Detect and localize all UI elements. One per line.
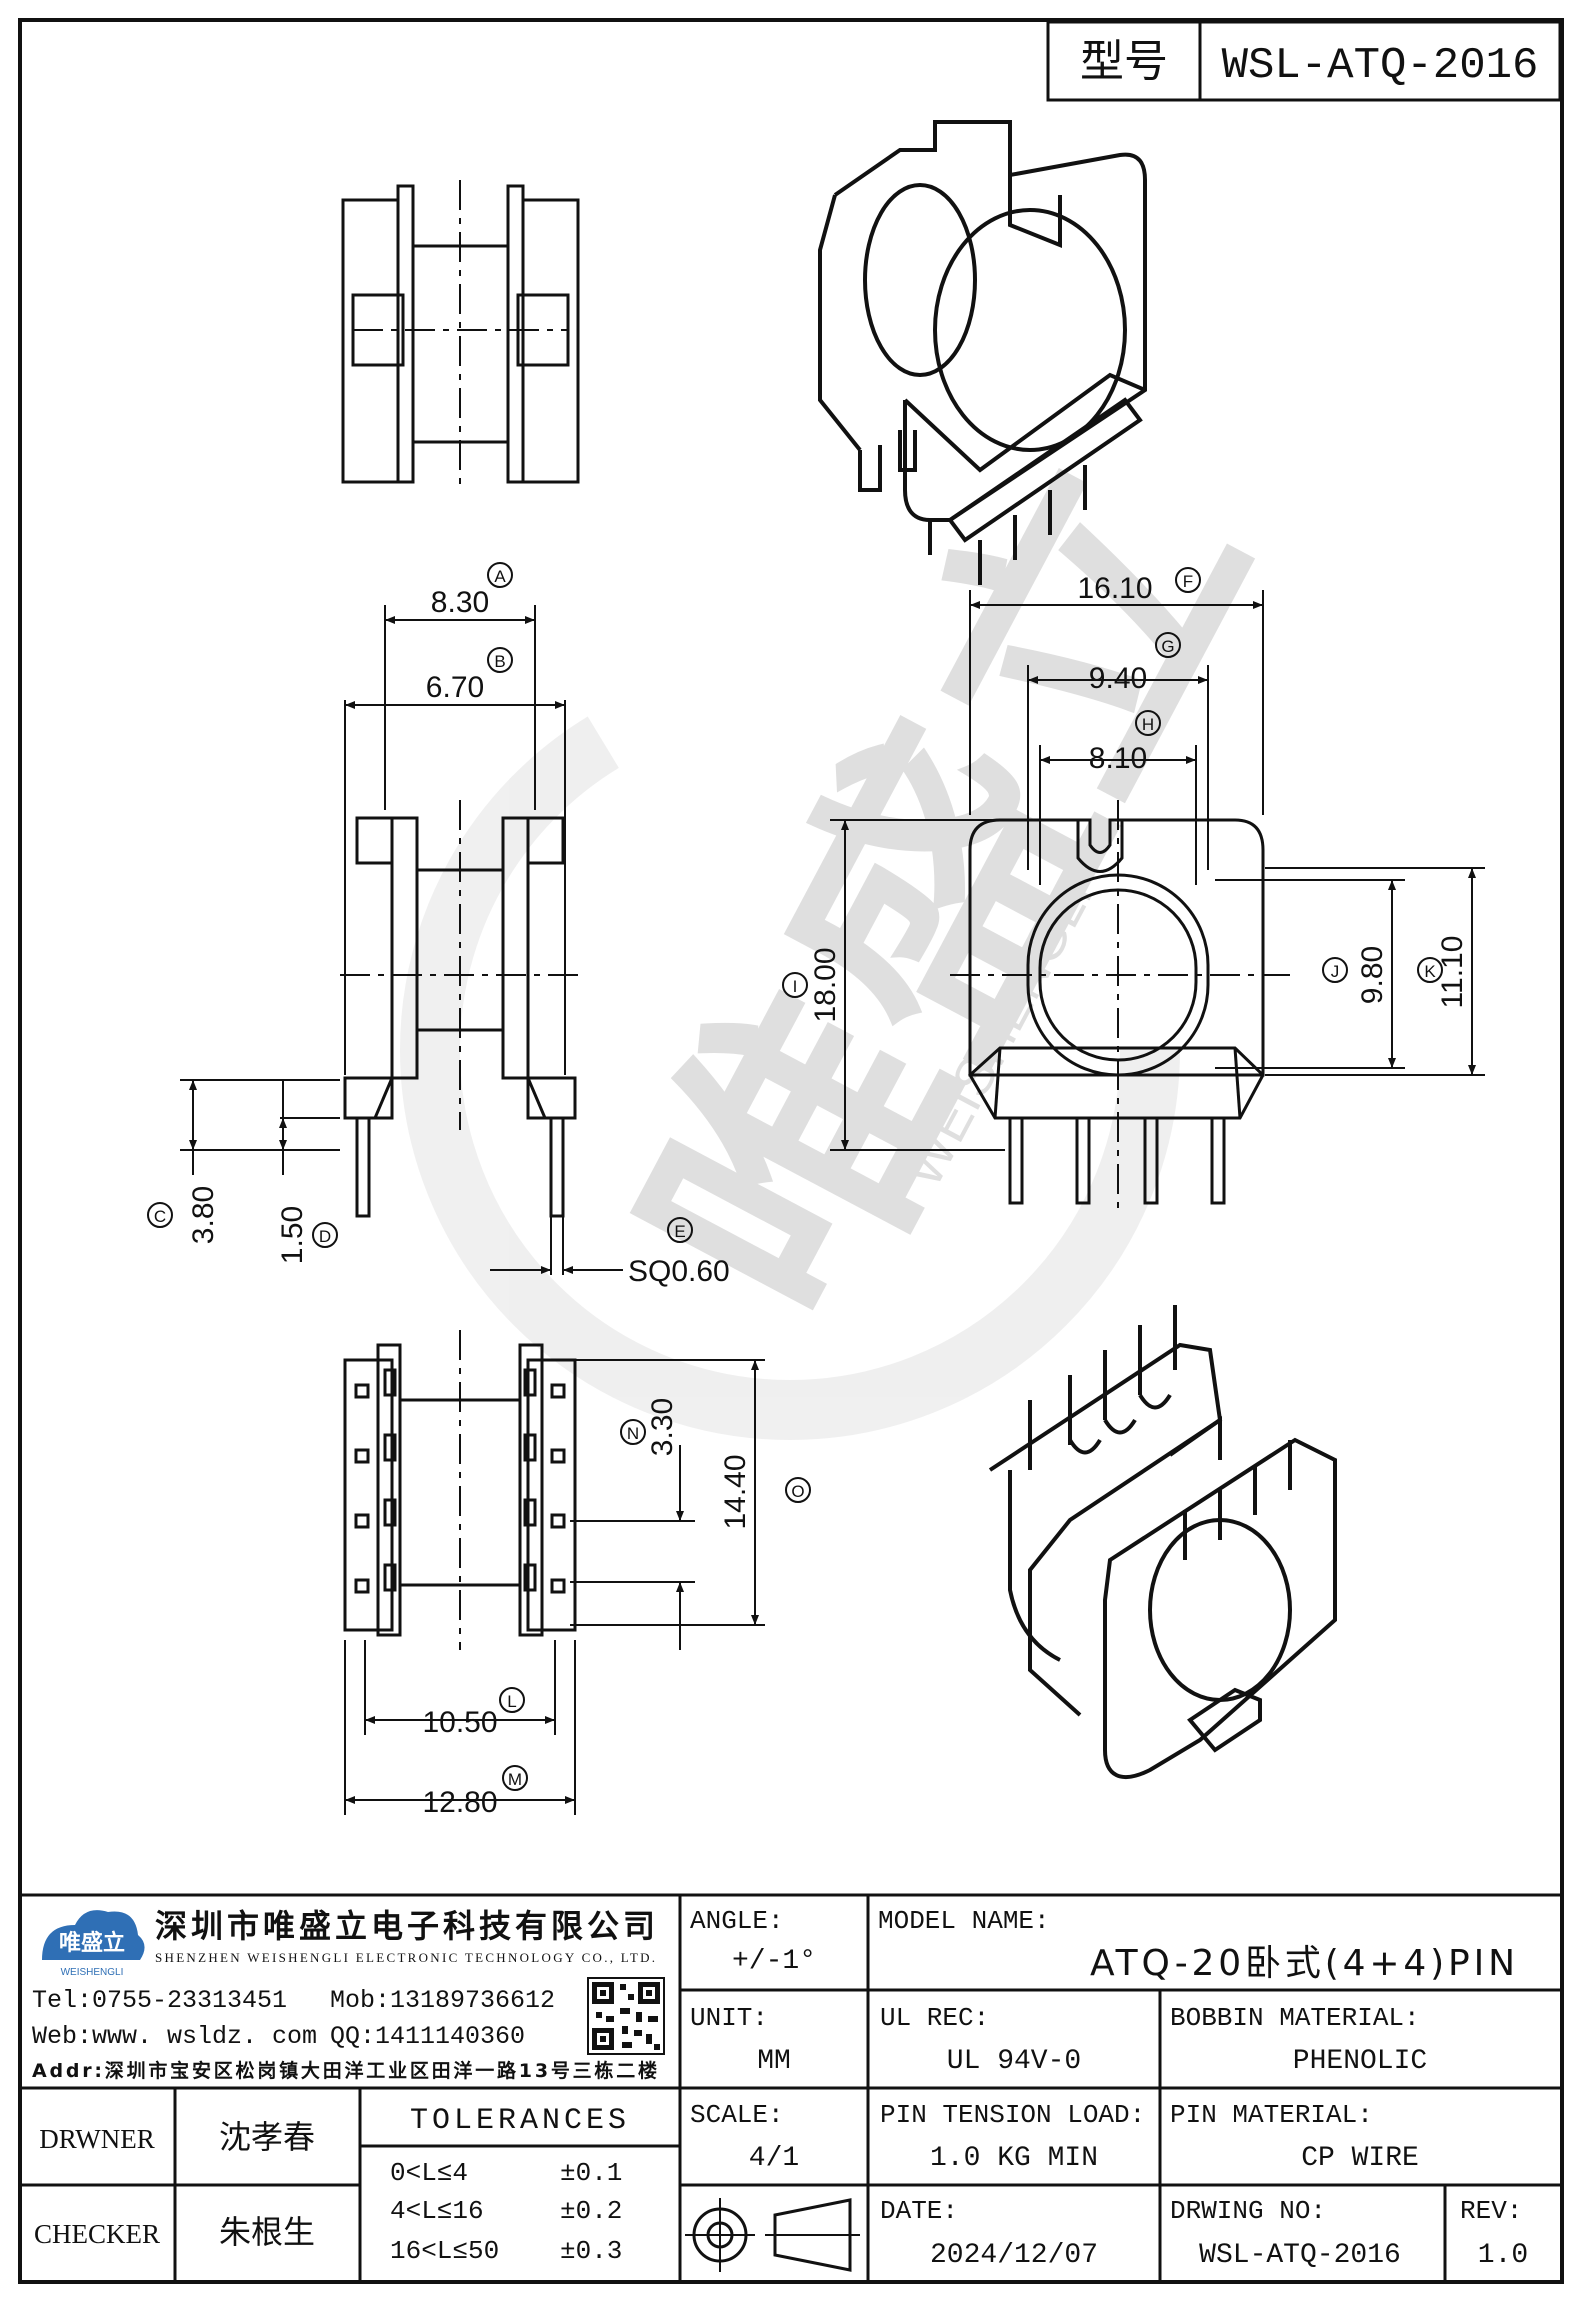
- dim-g-letter: G: [1161, 637, 1174, 656]
- scale-value: 4/1: [749, 2143, 799, 2174]
- iso-view-top: [818, 120, 1147, 585]
- logo-en: WEISHENGLI: [61, 1967, 124, 1978]
- pin-tension-value: 1.0 KG MIN: [930, 2143, 1098, 2174]
- dim-f-letter: F: [1183, 572, 1193, 591]
- company-name-en: SHENZHEN WEISHENGLI ELECTRONIC TECHNOLOG…: [155, 1950, 655, 1965]
- model-header: 型号 WSL-ATQ-2016: [1046, 20, 1562, 102]
- dim-a-letter: A: [494, 567, 506, 586]
- dim-o-value: 14.40: [719, 1454, 752, 1529]
- dim-i-value: 18.00: [809, 947, 842, 1022]
- dim-c-letter: C: [154, 1207, 166, 1226]
- qr-code: [587, 1977, 665, 2055]
- iso-view-bottom: [988, 1305, 1337, 1780]
- dim-a-value: 8.30: [431, 586, 489, 619]
- company-name-cn: 深圳市唯盛立电子科技有限公司: [155, 1907, 655, 1945]
- unit-value: MM: [757, 2046, 791, 2077]
- spec-cells: ANGLE: +/-1° MODEL NAME: ATQ-20卧式(4+4)PI…: [690, 1906, 1528, 2271]
- drawing-no-value: WSL-ATQ-2016: [1199, 2240, 1401, 2271]
- top-view: [341, 180, 580, 490]
- front-view-dimensions: [180, 605, 623, 1275]
- date-value: 2024/12/07: [930, 2240, 1098, 2271]
- rev-value: 1.0: [1478, 2240, 1528, 2271]
- dim-b-letter: B: [494, 652, 505, 671]
- angle-value: +/-1°: [732, 1946, 816, 1977]
- rev-label: REV:: [1460, 2196, 1522, 2226]
- tolerance-range-0: 0<L≤4: [390, 2158, 468, 2188]
- dim-h-letter: H: [1142, 715, 1154, 734]
- model-name-label: MODEL NAME:: [878, 1906, 1050, 1936]
- ul-value: UL 94V-0: [947, 2046, 1081, 2077]
- dim-m-value: 12.80: [422, 1786, 497, 1819]
- pin-material-label: PIN MATERIAL:: [1170, 2100, 1373, 2130]
- dim-i-letter: I: [793, 977, 798, 996]
- company-logo: 唯盛立 WEISHENGLI: [42, 1910, 145, 1978]
- watermark-brand: 唯盛立: [578, 411, 1309, 1369]
- dim-m-letter: M: [508, 1770, 522, 1789]
- drawer-name: 沈孝春: [219, 2118, 315, 2156]
- dim-l-letter: L: [507, 1692, 516, 1711]
- dim-f-value: 16.10: [1077, 572, 1152, 605]
- unit-label: UNIT:: [690, 2003, 768, 2033]
- ul-label: UL REC:: [880, 2003, 989, 2033]
- company-qq: QQ:1411140360: [330, 2022, 525, 2051]
- date-label: DATE:: [880, 2196, 958, 2226]
- dim-k-letter: K: [1424, 962, 1436, 981]
- sheet-border: [18, 18, 1564, 2284]
- tolerance-value-1: ±0.2: [560, 2196, 622, 2226]
- dim-d-value: 1.50: [276, 1206, 309, 1264]
- side-view-dimensions: [830, 590, 1485, 1151]
- dim-j-value: 9.80: [1356, 946, 1389, 1004]
- company-info: 深圳市唯盛立电子科技有限公司 SHENZHEN WEISHENGLI ELECT…: [32, 1907, 665, 2082]
- pin-material-value: CP WIRE: [1301, 2143, 1419, 2174]
- angle-label: ANGLE:: [690, 1906, 784, 1936]
- drawer-label: DRWNER: [39, 2124, 155, 2154]
- bottom-view: [343, 1330, 577, 1650]
- logo-cn: 唯盛立: [59, 1930, 125, 1956]
- tolerance-range-2: 16<L≤50: [390, 2236, 499, 2266]
- bobbin-material-label: BOBBIN MATERIAL:: [1170, 2003, 1420, 2033]
- checker-name: 朱根生: [219, 2213, 315, 2251]
- tolerance-value-0: ±0.1: [560, 2158, 622, 2188]
- dim-d-letter: D: [319, 1227, 331, 1246]
- dim-l-value: 10.50: [422, 1706, 497, 1739]
- front-view: [340, 800, 580, 1218]
- tolerance-range-1: 4<L≤16: [390, 2196, 484, 2226]
- tolerance-value-2: ±0.3: [560, 2236, 622, 2266]
- company-web: Web:www. wsldz. com: [32, 2022, 317, 2051]
- model-code: WSL-ATQ-2016: [1222, 41, 1539, 91]
- bobbin-material-value: PHENOLIC: [1293, 2046, 1427, 2077]
- pin-tension-label: PIN TENSION LOAD:: [880, 2100, 1145, 2130]
- dim-j-letter: J: [1331, 962, 1340, 981]
- dim-o-letter: O: [791, 1482, 804, 1501]
- bottom-view-dimensions: [344, 1359, 765, 1815]
- scale-label: SCALE:: [690, 2100, 784, 2130]
- dim-b-value: 6.70: [426, 671, 484, 704]
- title-block: [20, 1893, 1562, 2282]
- dim-g-value: 9.40: [1089, 662, 1147, 695]
- company-mob: Mob:13189736612: [330, 1986, 555, 2015]
- side-view: [950, 800, 1290, 1210]
- dim-n-letter: N: [627, 1424, 639, 1443]
- dimension-labels: 8.30 A 6.70 B 3.80 C 1.50 D SQ0.60 E 16.…: [147, 562, 1469, 1819]
- people-cells: DRWNER 沈孝春 CHECKER 朱根生: [34, 2118, 315, 2251]
- dim-n-value: 3.30: [646, 1398, 679, 1456]
- company-tel: Tel:0755-23313451: [32, 1986, 287, 2015]
- dim-e-value: SQ0.60: [628, 1255, 730, 1288]
- dim-c-value: 3.80: [187, 1186, 220, 1244]
- model-name-value: ATQ-20卧式(4+4)PIN: [1090, 1943, 1515, 1984]
- tolerances-table: TOLERANCES 0<L≤4 ±0.1 4<L≤16 ±0.2 16<L≤5…: [390, 2104, 630, 2266]
- checker-label: CHECKER: [34, 2219, 160, 2249]
- company-addr: Addr:深圳市宝安区松岗镇大田洋工业区田洋一路13号三栋二楼: [32, 2059, 657, 2082]
- tolerances-title: TOLERANCES: [410, 2104, 630, 2138]
- model-label: 型号: [1080, 36, 1168, 87]
- dim-h-value: 8.10: [1089, 742, 1147, 775]
- drawing-no-label: DRWING NO:: [1170, 2196, 1326, 2226]
- dim-e-letter: E: [674, 1222, 685, 1241]
- watermark: 唯盛立 WEISHENGLI: [400, 411, 1309, 1440]
